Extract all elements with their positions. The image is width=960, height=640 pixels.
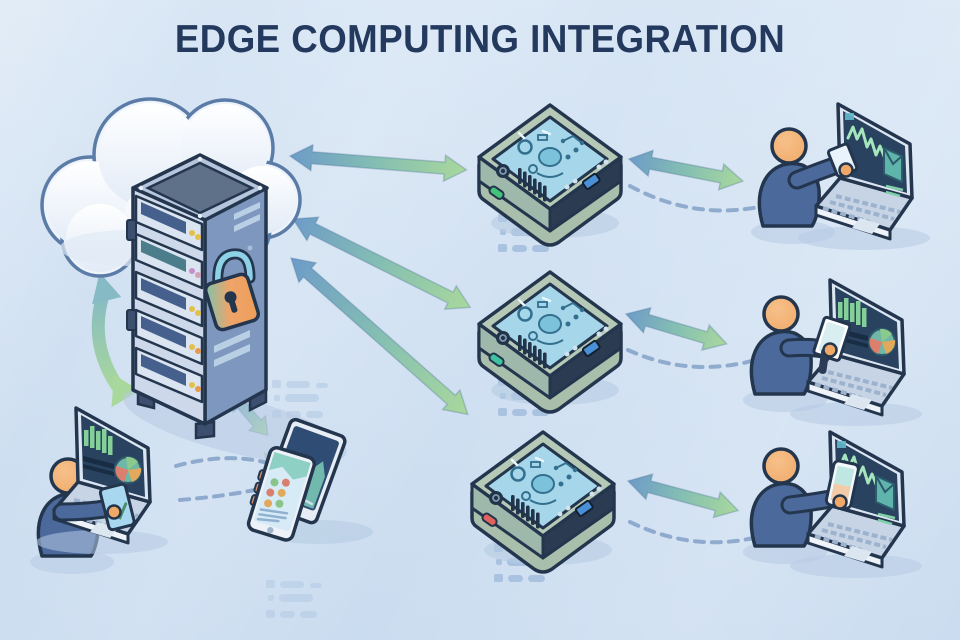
page-title: EDGE COMPUTING INTEGRATION xyxy=(174,18,786,61)
edge-device-2 xyxy=(477,270,623,414)
arrow-server-edge3 xyxy=(289,257,469,416)
padlock-icon xyxy=(203,248,261,332)
user-cluster-3 xyxy=(741,430,924,580)
server-rack-icon xyxy=(123,153,347,464)
user-cluster-2 xyxy=(741,278,924,428)
smartphone-icon xyxy=(246,445,316,542)
rack-units xyxy=(134,194,204,404)
data-stream-5 xyxy=(266,580,322,618)
arrow-cloud-admin xyxy=(91,272,140,408)
arrow-server-edge2 xyxy=(291,216,472,311)
admin-cluster xyxy=(28,406,170,576)
arrow-edge3-user3 xyxy=(626,473,740,519)
arrow-edge2-user2 xyxy=(624,306,729,352)
arrow-cloud-edge1 xyxy=(288,143,468,183)
user-cluster-1 xyxy=(749,102,932,252)
arrow-edge1-user1 xyxy=(627,149,745,191)
dashed-link-edge2-user2 xyxy=(626,348,768,369)
dashed-link-edge1-user1 xyxy=(628,184,778,213)
dashed-link-admin-mobile-top xyxy=(174,456,270,468)
mobile-pair xyxy=(246,417,373,544)
edge-device-3 xyxy=(470,430,616,574)
edge-device-1 xyxy=(477,103,623,247)
